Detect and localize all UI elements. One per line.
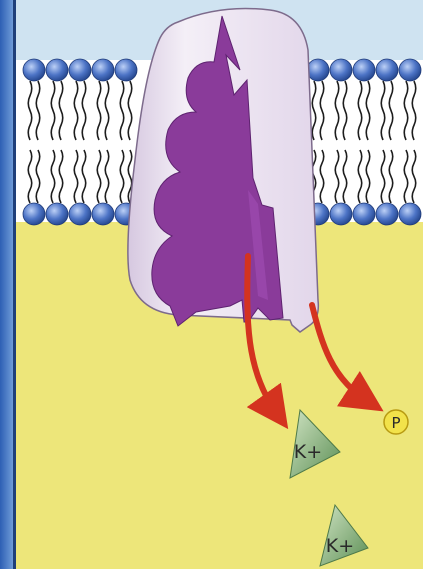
lipid-head <box>353 59 375 81</box>
lipid-head <box>330 59 352 81</box>
phosphate-label: P <box>391 414 400 432</box>
lipid-head <box>46 59 68 81</box>
lipid-head <box>23 59 45 81</box>
lipid-head <box>353 203 375 225</box>
lipid-head <box>399 59 421 81</box>
lipid-head <box>307 59 329 81</box>
left-frame-line <box>13 0 16 569</box>
left-frame-strip <box>0 0 13 569</box>
potassium-ion-1-label: K+ <box>294 441 322 463</box>
lipid-head <box>92 59 114 81</box>
phosphate-group: P <box>384 410 408 434</box>
lipid-head <box>92 203 114 225</box>
lipid-head <box>46 203 68 225</box>
lipid-head <box>69 59 91 81</box>
lipid-head <box>376 59 398 81</box>
lipid-head <box>115 59 137 81</box>
lipid-head <box>376 203 398 225</box>
lipid-head <box>330 203 352 225</box>
lipid-head <box>399 203 421 225</box>
lipid-head <box>23 203 45 225</box>
lipid-head <box>69 203 91 225</box>
potassium-ion-2-label: K+ <box>326 535 354 557</box>
